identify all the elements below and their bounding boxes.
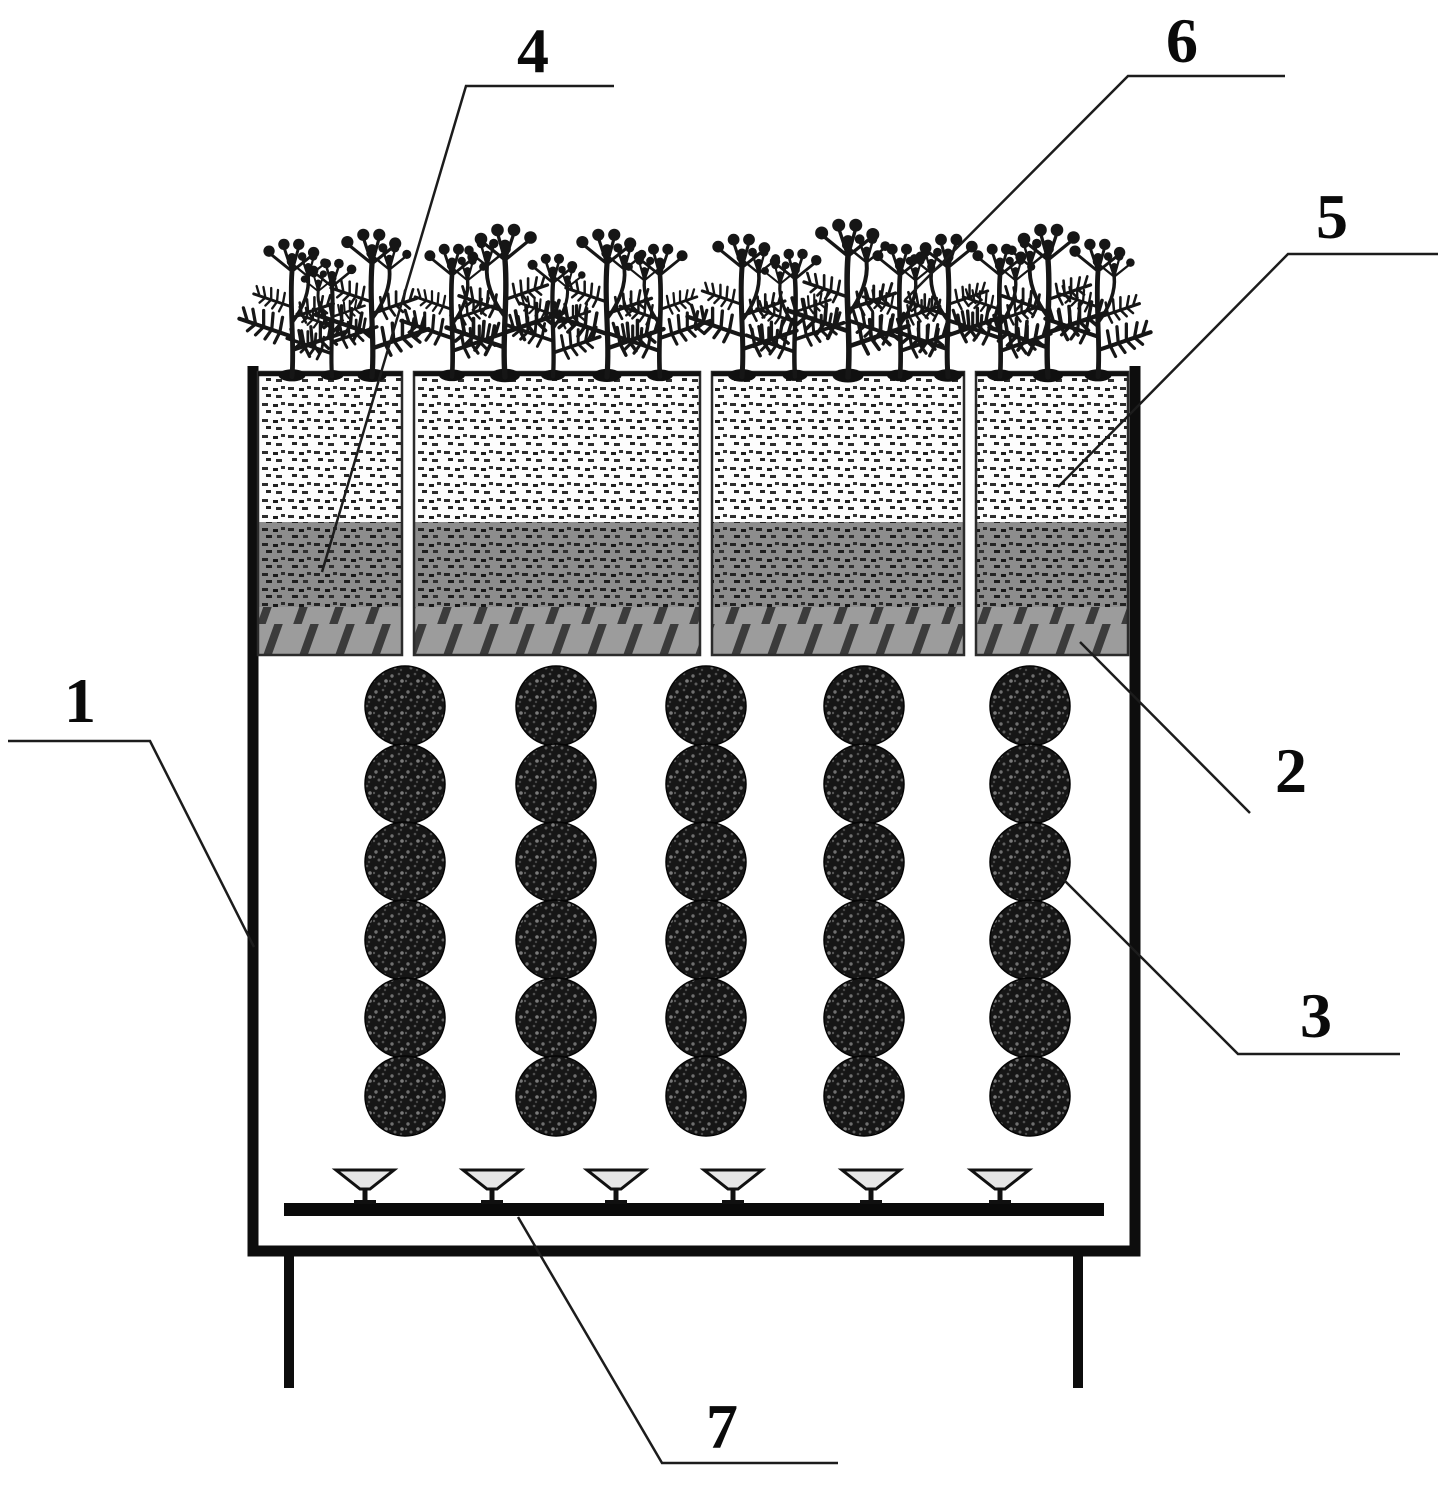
diffuser-funnel <box>971 1170 1029 1202</box>
hatched-drainage-layer <box>976 607 1128 655</box>
upper-substrate-layer <box>258 372 402 522</box>
leader-line <box>1047 863 1400 1056</box>
plant <box>788 219 909 383</box>
diffuser-funnel <box>842 1170 900 1202</box>
hatched-drainage-layer <box>414 607 700 655</box>
callout-label-7: 7 <box>706 1391 738 1462</box>
leader-line <box>1079 641 1251 814</box>
callout-label-6: 6 <box>1166 5 1198 76</box>
lower-substrate-layer <box>258 522 402 607</box>
bed-module <box>974 370 1130 657</box>
callout-label-1: 1 <box>64 665 96 736</box>
callout-1: 1 <box>8 665 256 948</box>
upper-substrate-layer <box>712 372 964 522</box>
callout-5: 5 <box>1057 181 1438 488</box>
bed-module <box>256 370 404 657</box>
leader-line <box>516 1216 838 1465</box>
callout-label-4: 4 <box>517 15 549 86</box>
callout-6: 6 <box>904 5 1285 301</box>
biocarrier-column <box>515 665 597 1137</box>
biocarrier-column <box>989 665 1071 1137</box>
diffuser-funnel <box>463 1170 521 1202</box>
plants-cluster <box>239 219 1150 383</box>
bed-module <box>710 370 966 657</box>
hatched-drainage-layer <box>712 607 964 655</box>
upper-substrate-layer <box>976 372 1128 522</box>
upper-substrate-layer <box>414 372 700 522</box>
callout-3: 3 <box>1047 863 1400 1056</box>
diffuser-funnel <box>587 1170 645 1202</box>
bed-module <box>412 370 702 657</box>
leader-line <box>8 739 256 948</box>
leader-line <box>904 74 1285 301</box>
lower-substrate-layer <box>976 522 1128 607</box>
tank-leg-right <box>1073 1256 1083 1388</box>
callout-4: 4 <box>320 15 614 573</box>
aeration-pipe <box>284 1203 1104 1216</box>
callout-label-3: 3 <box>1300 980 1332 1051</box>
callout-7: 7 <box>516 1216 838 1465</box>
tank-leg-left <box>284 1256 294 1388</box>
callout-label-5: 5 <box>1316 181 1348 252</box>
diffuser-funnel <box>704 1170 762 1202</box>
leader-line <box>320 84 614 573</box>
callout-2: 2 <box>1079 641 1307 814</box>
callout-label-2: 2 <box>1275 735 1307 806</box>
biocarrier-column <box>665 665 747 1137</box>
plant <box>1045 239 1150 382</box>
biocarrier-column <box>364 665 446 1137</box>
lower-substrate-layer <box>712 522 964 607</box>
tank-outline <box>247 366 1141 1257</box>
biocarrier-field <box>364 665 1071 1137</box>
leader-line <box>1057 252 1438 488</box>
lower-substrate-layer <box>414 522 700 607</box>
diffuser-funnels <box>336 1170 1029 1202</box>
hatched-drainage-layer <box>258 607 402 655</box>
biocarrier-column <box>823 665 905 1137</box>
diffuser-funnel <box>336 1170 394 1202</box>
